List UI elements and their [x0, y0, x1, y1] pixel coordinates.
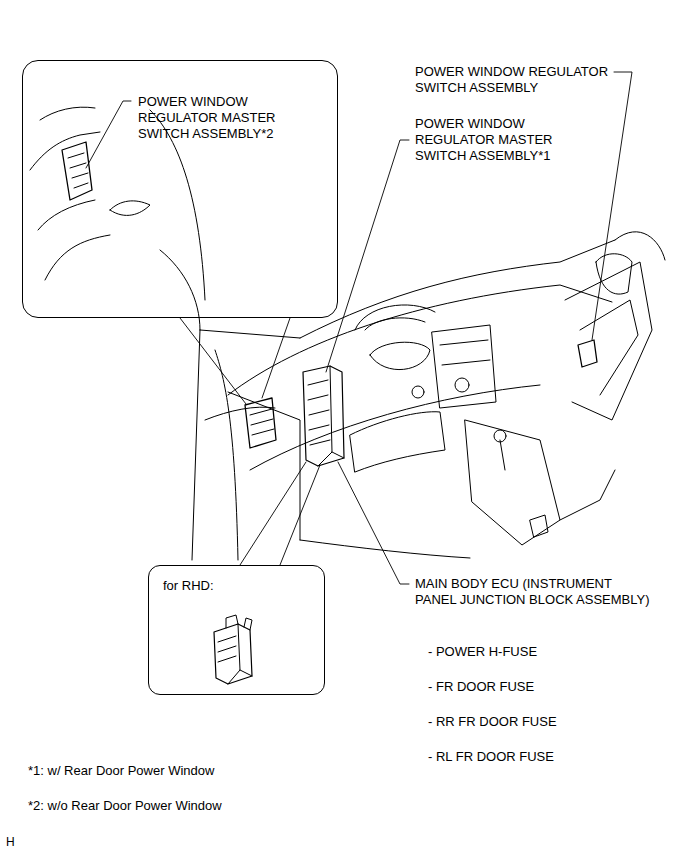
part-label: - POWER H-FUSE: [428, 644, 628, 660]
inset-panel: for RHD:: [148, 565, 325, 695]
part-label: POWER WINDOW REGULATOR MASTER SWITCH ASS…: [415, 116, 575, 164]
leader-lines: [86, 72, 632, 584]
vehicle-interior: [160, 232, 665, 560]
footnote: H: [6, 834, 36, 850]
inset-junction-block-art: [214, 615, 252, 684]
inset-panel: POWER WINDOW REGULATOR MASTER SWITCH ASS…: [22, 60, 338, 318]
part-label: POWER WINDOW REGULATOR SWITCH ASSEMBLY: [415, 64, 620, 96]
part-label: - FR DOOR FUSE: [428, 679, 628, 695]
footnote: *2: w/o Rear Door Power Window: [28, 798, 348, 814]
part-label: - RR FR DOOR FUSE: [428, 714, 628, 730]
inset-caption: POWER WINDOW REGULATOR MASTER SWITCH ASS…: [138, 94, 298, 142]
part-label: - RL FR DOOR FUSE: [428, 749, 628, 765]
footnote: *1: w/ Rear Door Power Window: [28, 763, 348, 779]
part-label: MAIN BODY ECU (INSTRUMENT PANEL JUNCTION…: [415, 576, 655, 608]
inset-caption: for RHD:: [163, 578, 303, 594]
